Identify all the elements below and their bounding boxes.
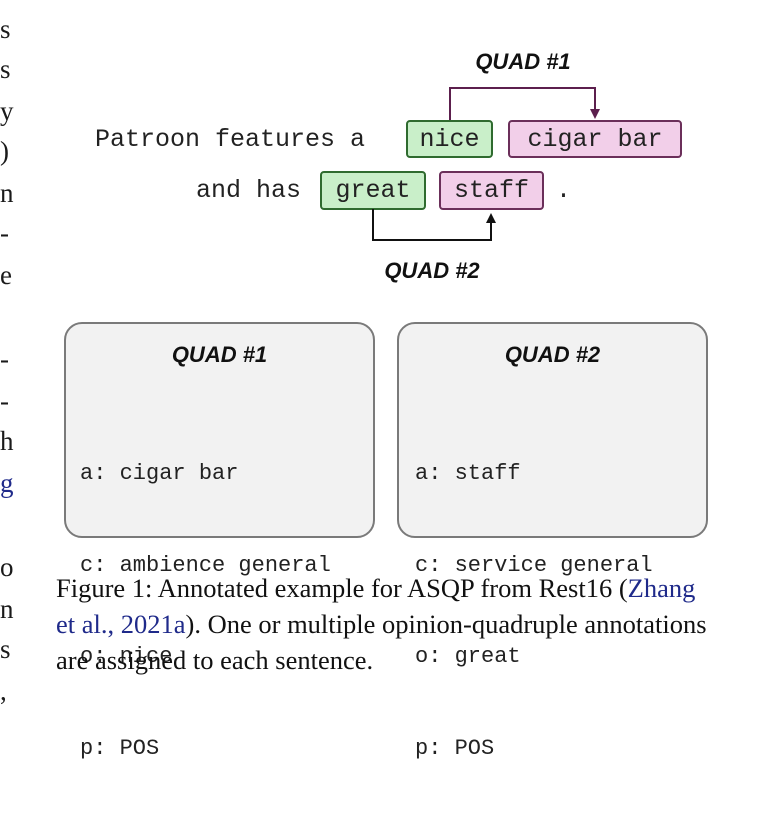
- figure-caption: Figure 1: Annotated example for ASQP fro…: [56, 570, 716, 678]
- quad2-category-line: c: service general: [415, 552, 653, 578]
- annotated-sentence-diagram: QUAD #1 Patroon features a nice cigar ba…: [95, 49, 682, 283]
- margin-letter: h: [0, 426, 14, 456]
- quad1-opinion-line: o: nice: [80, 644, 173, 669]
- margin-letter: s: [0, 634, 11, 664]
- margin-letter: o: [0, 552, 14, 582]
- quad2-polarity-line: p: POS: [415, 735, 495, 761]
- quad1-connector-arrow: [449, 87, 600, 122]
- margin-letter: n: [0, 178, 14, 208]
- opinion-term-great: great: [335, 176, 410, 205]
- margin-letter: ): [0, 136, 9, 166]
- aspect-term-box-staff: [439, 171, 544, 210]
- quad1-category-line: c: ambience general: [80, 552, 331, 578]
- margin-letter: y: [0, 96, 14, 126]
- margin-letter: -: [0, 344, 9, 374]
- quad1-box-title: QUAD #1: [171, 342, 268, 367]
- margin-letter: n: [0, 594, 14, 624]
- quad2-annotation-box: QUAD #2 a: staff c: service general o: g…: [397, 322, 708, 761]
- caption-prefix: Figure 1: Annotated example for ASQP fro…: [56, 573, 628, 603]
- aspect-term-cigar-bar: cigar bar: [527, 125, 662, 154]
- aspect-term-staff: staff: [454, 176, 529, 205]
- caption-suffix: ). One or multiple opinion-quadruple ann…: [56, 609, 707, 675]
- sentence-line2-prefix: and has: [196, 176, 301, 205]
- quad1-polarity-line: p: POS: [80, 735, 160, 761]
- quad2-box-title: QUAD #2: [504, 342, 601, 367]
- quad1-annotation-box: QUAD #1 a: cigar bar c: ambience general…: [64, 322, 375, 761]
- margin-letter: s: [0, 54, 11, 84]
- margin-letter: s: [0, 14, 11, 44]
- sentence-line1-prefix: Patroon features a: [95, 125, 365, 154]
- sentence-period: .: [556, 176, 571, 205]
- opinion-term-nice: nice: [419, 125, 479, 154]
- margin-letter: -: [0, 386, 9, 416]
- margin-letter-link[interactable]: g: [0, 468, 14, 498]
- quad1-arrow-label: QUAD #1: [475, 49, 570, 74]
- margin-letter: e: [0, 260, 12, 290]
- quad2-opinion-line: o: great: [415, 644, 521, 669]
- quad2-arrow-label: QUAD #2: [384, 258, 480, 283]
- quad2-aspect-line: a: staff: [415, 461, 521, 486]
- quad1-aspect-line: a: cigar bar: [80, 461, 239, 486]
- opinion-term-box-nice: [406, 120, 493, 158]
- quad2-connector-arrow: [372, 209, 496, 241]
- aspect-term-box-cigar-bar: [508, 120, 682, 158]
- citation-link[interactable]: Zhang et al., 2021a: [56, 573, 696, 639]
- margin-letter: ,: [0, 676, 7, 706]
- margin-letter: -: [0, 218, 9, 248]
